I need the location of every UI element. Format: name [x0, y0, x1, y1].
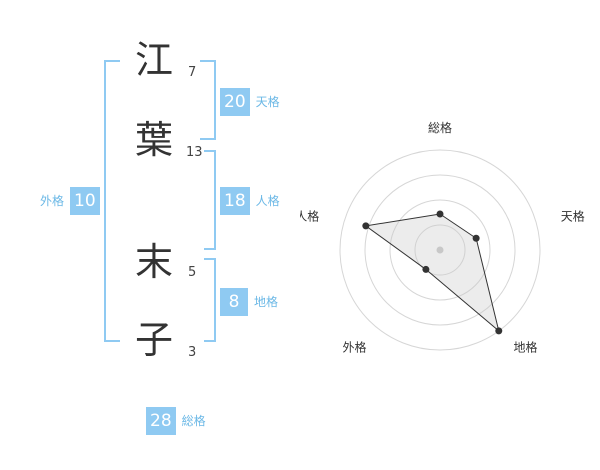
chikaku-label: 地格: [254, 295, 279, 309]
stroke-count-3: 5: [188, 265, 197, 280]
tenkaku-bracket: [200, 60, 216, 140]
gaikaku-label: 外格: [40, 194, 65, 208]
radar-center-dot: [436, 246, 444, 254]
gaikaku-bracket: [104, 60, 120, 342]
radar-axis-label-3: 地格: [513, 339, 537, 354]
radar-axis-label-5: 人格: [300, 209, 319, 224]
radar-axis-label-1: 総格: [428, 120, 452, 135]
radar-point-1: [436, 210, 444, 218]
tenkaku-label: 天格: [255, 95, 280, 109]
stroke-count-1: 7: [188, 65, 197, 80]
jinkaku-label: 人格: [255, 194, 280, 208]
soukaku-score: 28 総格: [146, 407, 206, 435]
chikaku-value: 8: [220, 288, 248, 316]
radar-ring-4: [339, 149, 541, 351]
radar-axis-label-2: 天格: [561, 209, 585, 224]
jinkaku-bracket: [204, 150, 216, 250]
tenkaku-score: 20 天格: [220, 88, 280, 116]
chikaku-score: 8 地格: [220, 288, 278, 316]
radar-point-4: [422, 265, 430, 273]
gaikaku-score: 外格 10: [40, 187, 100, 215]
name-char-3: 末: [134, 240, 173, 284]
stroke-count-2: 13: [186, 145, 203, 160]
stroke-count-4: 3: [188, 345, 197, 360]
tenkaku-value: 20: [220, 88, 250, 116]
radar-polygon: [364, 213, 500, 333]
soukaku-value: 28: [146, 407, 176, 435]
radar-ring-3: [364, 174, 516, 326]
radar-ring-1: [414, 224, 466, 276]
name-char-4: 子: [134, 318, 173, 362]
radar-point-2: [472, 234, 480, 242]
fortune-radar-chart: 総格天格地格 外格 人格: [300, 0, 600, 470]
radar-point-5: [362, 222, 370, 230]
jinkaku-value: 18: [220, 187, 250, 215]
name-char-2: 葉: [134, 118, 173, 162]
name-breakdown: 江 7 葉 13 末 5 子 3 20 天格 18 人格 8 地格 外格 10 …: [40, 38, 280, 435]
soukaku-label: 総格: [181, 414, 206, 428]
name-char-1: 江: [134, 38, 173, 82]
chikaku-bracket: [204, 258, 216, 342]
gaikaku-value: 10: [70, 187, 100, 215]
radar-axis-label-4: 外格: [343, 339, 367, 354]
radar-point-3: [495, 327, 503, 335]
jinkaku-score: 18 人格: [220, 187, 280, 215]
radar-ring-2: [389, 199, 491, 301]
